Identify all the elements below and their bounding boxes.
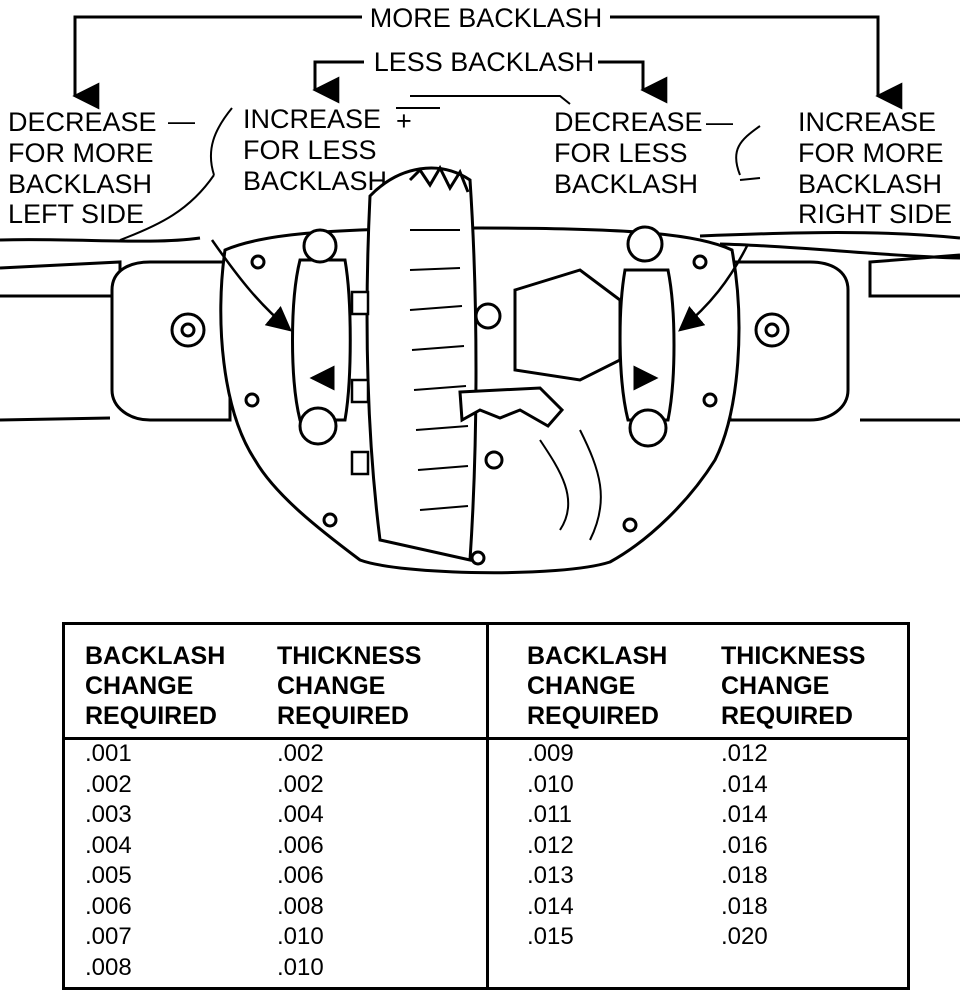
backlash-value: .012 <box>527 831 574 859</box>
backlash-value: .002 <box>85 770 132 798</box>
thickness-value: .018 <box>721 862 768 889</box>
svg-text:DECREASE: DECREASE <box>554 107 703 137</box>
backlash-value: .004 <box>85 831 132 859</box>
table-row: .004 .006 <box>65 831 486 862</box>
right-inner-label: DECREASE FOR LESS BACKLASH <box>554 107 703 199</box>
table-row: .006 .008 <box>65 892 486 923</box>
svg-text:INCREASE: INCREASE <box>243 104 381 134</box>
less-backlash-label: LESS BACKLASH <box>374 47 595 77</box>
table-left-half: BACKLASH CHANGE REQUIRED THICKNESS CHANG… <box>65 625 489 987</box>
case-bolts <box>350 290 370 476</box>
thickness-value: .002 <box>277 770 324 798</box>
pinion-gear <box>458 268 622 541</box>
svg-text:BACKLASH: BACKLASH <box>243 166 387 196</box>
table-header-left: BACKLASH CHANGE REQUIRED THICKNESS CHANG… <box>65 625 486 740</box>
backlash-value: .001 <box>85 740 132 767</box>
table-row: .008 .010 <box>65 953 486 984</box>
svg-text:LEFT SIDE: LEFT SIDE <box>8 199 144 229</box>
plus-sign: + <box>396 106 412 136</box>
thickness-value: .006 <box>277 831 324 859</box>
thickness-value: .018 <box>721 892 768 920</box>
table-row: .014 .018 <box>489 892 907 923</box>
right-flange <box>728 260 850 422</box>
more-backlash-label: MORE BACKLASH <box>370 3 603 33</box>
svg-text:FOR MORE: FOR MORE <box>798 138 944 168</box>
more-backlash-bracket <box>72 15 903 110</box>
backlash-value: .008 <box>85 953 132 981</box>
leader-lines <box>119 95 761 241</box>
svg-text:BACKLASH: BACKLASH <box>798 169 942 199</box>
table-row: .013 .018 <box>489 861 907 892</box>
backlash-value: .007 <box>85 923 132 950</box>
header-backlash-change: BACKLASH CHANGE REQUIRED <box>527 642 668 730</box>
table-row: .005 .006 <box>65 861 486 892</box>
axle-housing <box>0 231 960 422</box>
thickness-value: .002 <box>277 740 324 767</box>
left-flange <box>110 260 232 422</box>
backlash-value: .011 <box>527 801 572 828</box>
svg-text:FOR MORE: FOR MORE <box>8 138 154 168</box>
table-row: .009 .012 <box>489 739 907 770</box>
adjuster-arrows <box>210 239 750 391</box>
table-row: .015 .020 <box>489 922 907 953</box>
thickness-value: .008 <box>277 892 324 920</box>
left-bearing-cap <box>291 228 352 446</box>
thickness-value: .020 <box>721 923 768 950</box>
table-header-right: BACKLASH CHANGE REQUIRED THICKNESS CHANG… <box>489 625 907 740</box>
svg-text:INCREASE: INCREASE <box>798 107 936 137</box>
thickness-value: .012 <box>721 740 768 767</box>
table-row: .002 .002 <box>65 770 486 801</box>
less-backlash-bracket <box>312 60 668 104</box>
table-row: .011 .014 <box>489 800 907 831</box>
header-thickness-change: THICKNESS CHANGE REQUIRED <box>721 642 866 730</box>
header-backlash-change: BACKLASH CHANGE REQUIRED <box>85 642 226 730</box>
backlash-value: .009 <box>527 740 574 767</box>
ring-gear <box>365 164 478 562</box>
table-right-half: BACKLASH CHANGE REQUIRED THICKNESS CHANG… <box>489 625 907 987</box>
thickness-value: .006 <box>277 862 324 889</box>
differential-diagram: MORE BACKLASH LESS BACKLASH DECREASE FOR… <box>0 3 960 575</box>
svg-text:BACKLASH: BACKLASH <box>554 169 698 199</box>
svg-text:FOR LESS: FOR LESS <box>554 138 688 168</box>
table-rows-right: .009 .012 .010 .014 .011 .014 .012 .016 .013 .018… <box>489 739 907 953</box>
backlash-value: .006 <box>85 892 132 920</box>
table-rows-left: .001 .002 .002 .002 .003 .004 .004 .006 .005 .006… <box>65 739 486 983</box>
backlash-value: .005 <box>85 862 132 889</box>
table-row: .010 .014 <box>489 770 907 801</box>
thickness-value: .010 <box>277 953 324 981</box>
backlash-value: .015 <box>527 923 574 950</box>
thickness-value: .014 <box>721 770 768 798</box>
minus-sign-right: — <box>706 107 733 137</box>
left-inner-label: INCREASE FOR LESS BACKLASH <box>243 104 387 196</box>
left-outer-label: DECREASE FOR MORE BACKLASH LEFT SIDE <box>8 107 157 229</box>
backlash-value: .003 <box>85 801 132 828</box>
table-row: .007 .010 <box>65 922 486 953</box>
thickness-value: .004 <box>277 801 324 828</box>
table-row: .003 .004 <box>65 800 486 831</box>
backlash-value: .010 <box>527 770 574 798</box>
backlash-value: .014 <box>527 892 574 920</box>
svg-text:DECREASE: DECREASE <box>8 107 157 137</box>
right-outer-label: INCREASE FOR MORE BACKLASH RIGHT SIDE <box>798 107 952 229</box>
thickness-value: .016 <box>721 831 768 859</box>
svg-text:FOR LESS: FOR LESS <box>243 135 377 165</box>
thickness-value: .010 <box>277 923 324 950</box>
thickness-value: .014 <box>721 801 768 828</box>
header-thickness-change: THICKNESS CHANGE REQUIRED <box>277 642 422 730</box>
backlash-value: .013 <box>527 862 574 889</box>
svg-text:RIGHT SIDE: RIGHT SIDE <box>798 199 952 229</box>
svg-text:BACKLASH: BACKLASH <box>8 169 152 199</box>
backlash-shim-table: BACKLASH CHANGE REQUIRED THICKNESS CHANG… <box>62 622 910 990</box>
table-row: .001 .002 <box>65 739 486 770</box>
minus-sign-left: — <box>168 106 195 136</box>
table-row: .012 .016 <box>489 831 907 862</box>
